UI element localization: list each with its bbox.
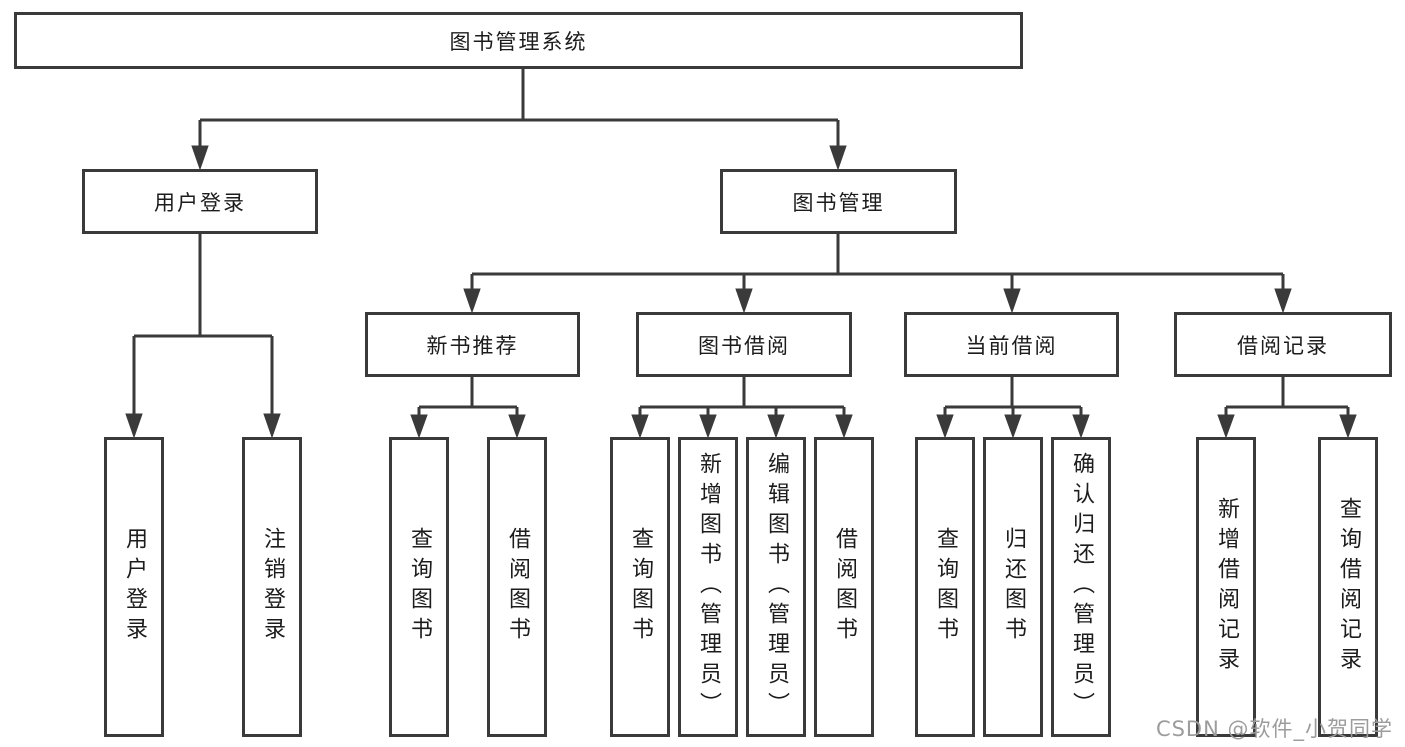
leaf-label: 确认归还（管理员） [1069, 452, 1094, 722]
leaf-borrow-borrow-books: 借阅图书 [814, 437, 874, 737]
node-label: 借阅记录 [1237, 333, 1329, 358]
leaf-label: 新增借阅记录 [1214, 497, 1239, 677]
leaf-current-confirm-return-admin: 确认归还（管理员） [1051, 437, 1111, 737]
leaf-label: 归还图书 [1001, 527, 1026, 647]
leaf-borrow-edit-books-admin: 编辑图书（管理员） [746, 437, 806, 737]
node-library-system: 图书管理系统 [14, 12, 1023, 69]
leaf-newrec-borrow-books: 借阅图书 [487, 437, 547, 737]
node-label: 新书推荐 [426, 333, 519, 358]
leaf-user-login: 用户登录 [104, 437, 164, 737]
leaf-label: 查询图书 [407, 527, 432, 647]
node-book-management: 图书管理 [720, 169, 957, 234]
leaf-label: 借阅图书 [505, 527, 530, 647]
leaf-label: 查询图书 [628, 527, 653, 647]
leaf-logout: 注销登录 [242, 437, 302, 737]
node-label: 当前借阅 [965, 333, 1058, 358]
node-label: 用户登录 [154, 190, 246, 215]
leaf-label: 查询借阅记录 [1336, 497, 1361, 677]
watermark: CSDN @软件_小贺同学 [1155, 717, 1393, 741]
leaf-label: 注销登录 [260, 527, 285, 647]
leaf-current-return-books: 归还图书 [983, 437, 1043, 737]
leaf-newrec-query-books: 查询图书 [389, 437, 449, 737]
node-user-login: 用户登录 [82, 169, 318, 234]
node-new-book-recommend: 新书推荐 [365, 312, 580, 377]
node-label: 图书借阅 [698, 333, 790, 358]
node-borrowing-records: 借阅记录 [1174, 312, 1392, 377]
leaf-label: 编辑图书（管理员） [764, 452, 789, 722]
leaf-label: 查询图书 [933, 527, 958, 647]
leaf-label: 新增图书（管理员） [696, 452, 721, 722]
node-label: 图书管理系统 [449, 29, 588, 54]
node-current-borrowing: 当前借阅 [904, 312, 1119, 377]
leaf-current-query-books: 查询图书 [915, 437, 975, 737]
node-label: 图书管理 [792, 190, 885, 215]
leaf-borrow-add-books-admin: 新增图书（管理员） [678, 437, 738, 737]
leaf-records-query-record: 查询借阅记录 [1318, 437, 1378, 737]
leaf-borrow-query-books: 查询图书 [610, 437, 670, 737]
leaf-records-add-record: 新增借阅记录 [1196, 437, 1256, 737]
leaf-label: 用户登录 [122, 527, 147, 647]
leaf-label: 借阅图书 [832, 527, 857, 647]
node-book-borrowing: 图书借阅 [636, 312, 852, 377]
